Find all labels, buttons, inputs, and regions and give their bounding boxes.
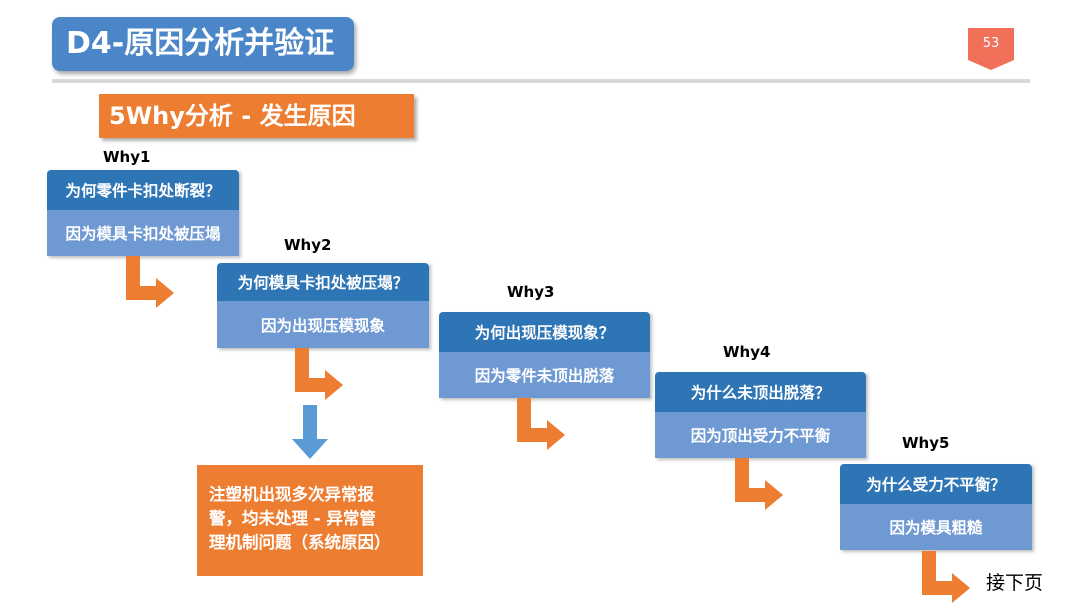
why1-box: 为何零件卡扣处断裂？ 因为模具卡扣处被压塌 [47,170,239,256]
step-arrow-4-icon [735,458,783,510]
why5-label: Why5 [902,434,950,452]
page-number-badge [968,28,1014,70]
step-arrow-2-icon [295,348,343,400]
system-cause-line-2: 警，均未处理 - 异常管 [209,509,376,528]
down-arrow-icon [292,405,328,459]
why4-answer: 因为顶出受力不平衡 [655,412,866,458]
why3-label: Why3 [507,283,555,301]
why3-question: 为何出现压模现象？ [439,312,650,352]
page-number: 53 [982,36,1000,51]
why4-box: 为什么未顶出脱落？ 因为顶出受力不平衡 [655,372,866,458]
why1-label: Why1 [103,148,151,166]
page-title: D4-原因分析并验证 [52,17,354,71]
system-cause-line-3: 理机制问题（系统原因） [209,533,391,552]
step-arrow-3-icon [517,398,565,450]
section-subtitle: 5Why分析 - 发生原因 [99,94,414,138]
why1-question: 为何零件卡扣处断裂？ [47,170,239,210]
header-divider [52,79,1030,83]
step-arrow-5-icon [922,551,970,603]
system-cause-box: 注塑机出现多次异常报 警，均未处理 - 异常管 理机制问题（系统原因） [197,465,423,576]
system-cause-line-1: 注塑机出现多次异常报 [209,485,374,504]
why3-answer: 因为零件未顶出脱落 [439,352,650,398]
step-arrow-1-icon [126,256,174,308]
why2-box: 为何模具卡扣处被压塌？ 因为出现压模现象 [217,263,429,348]
why4-question: 为什么未顶出脱落？ [655,372,866,412]
why2-answer: 因为出现压模现象 [217,301,429,348]
why5-question: 为什么受力不平衡？ [840,464,1032,504]
why5-answer: 因为模具粗糙 [840,504,1032,550]
why2-question: 为何模具卡扣处被压塌？ [217,263,429,301]
why1-answer: 因为模具卡扣处被压塌 [47,210,239,256]
why2-label: Why2 [284,236,332,254]
why5-box: 为什么受力不平衡？ 因为模具粗糙 [840,464,1032,550]
why3-box: 为何出现压模现象？ 因为零件未顶出脱落 [439,312,650,398]
next-page-label: 接下页 [986,572,1044,594]
why4-label: Why4 [723,343,771,361]
